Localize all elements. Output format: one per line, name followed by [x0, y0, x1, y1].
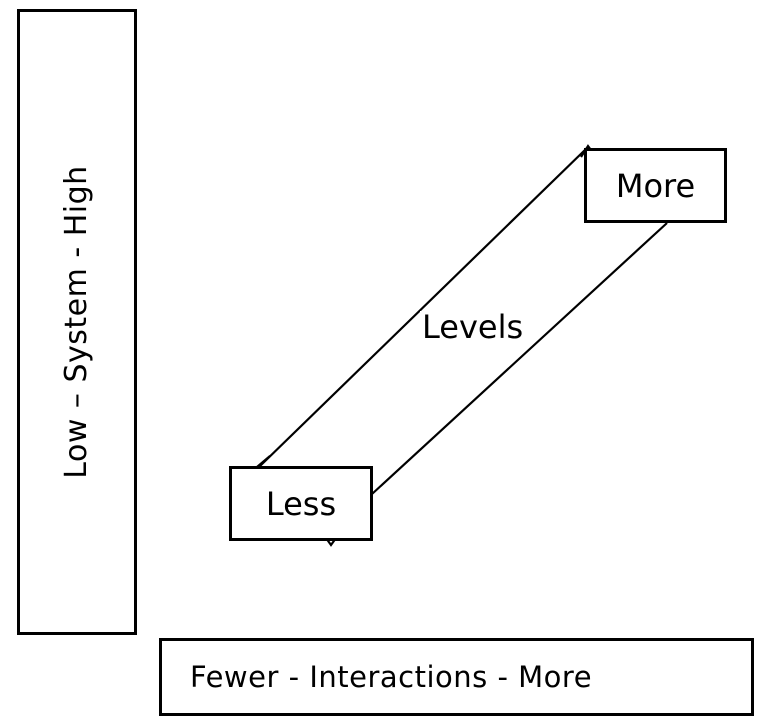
- edge-label-levels: Levels: [420, 308, 526, 346]
- node-more-label: More: [615, 166, 696, 205]
- node-less-label: Less: [265, 484, 337, 523]
- node-more[interactable]: More: [584, 148, 727, 223]
- y-axis-label-text: Low – System - High: [59, 165, 94, 479]
- x-axis-label-box: Fewer - Interactions - More: [159, 638, 754, 716]
- y-axis-label-box: Low – System - High: [17, 9, 137, 635]
- x-axis-label-text: Fewer - Interactions - More: [190, 659, 593, 694]
- node-less[interactable]: Less: [229, 466, 373, 541]
- edge-lower-line: [371, 222, 668, 495]
